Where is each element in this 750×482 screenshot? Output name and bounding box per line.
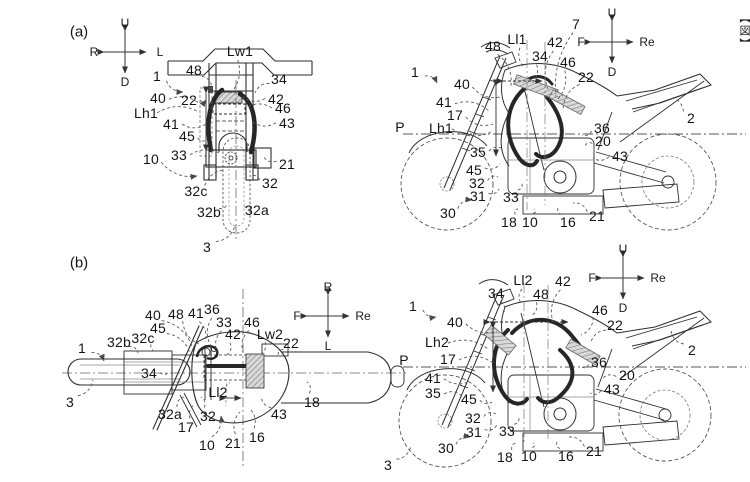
page-edge-figure-tag: 【図】 (738, 12, 750, 51)
